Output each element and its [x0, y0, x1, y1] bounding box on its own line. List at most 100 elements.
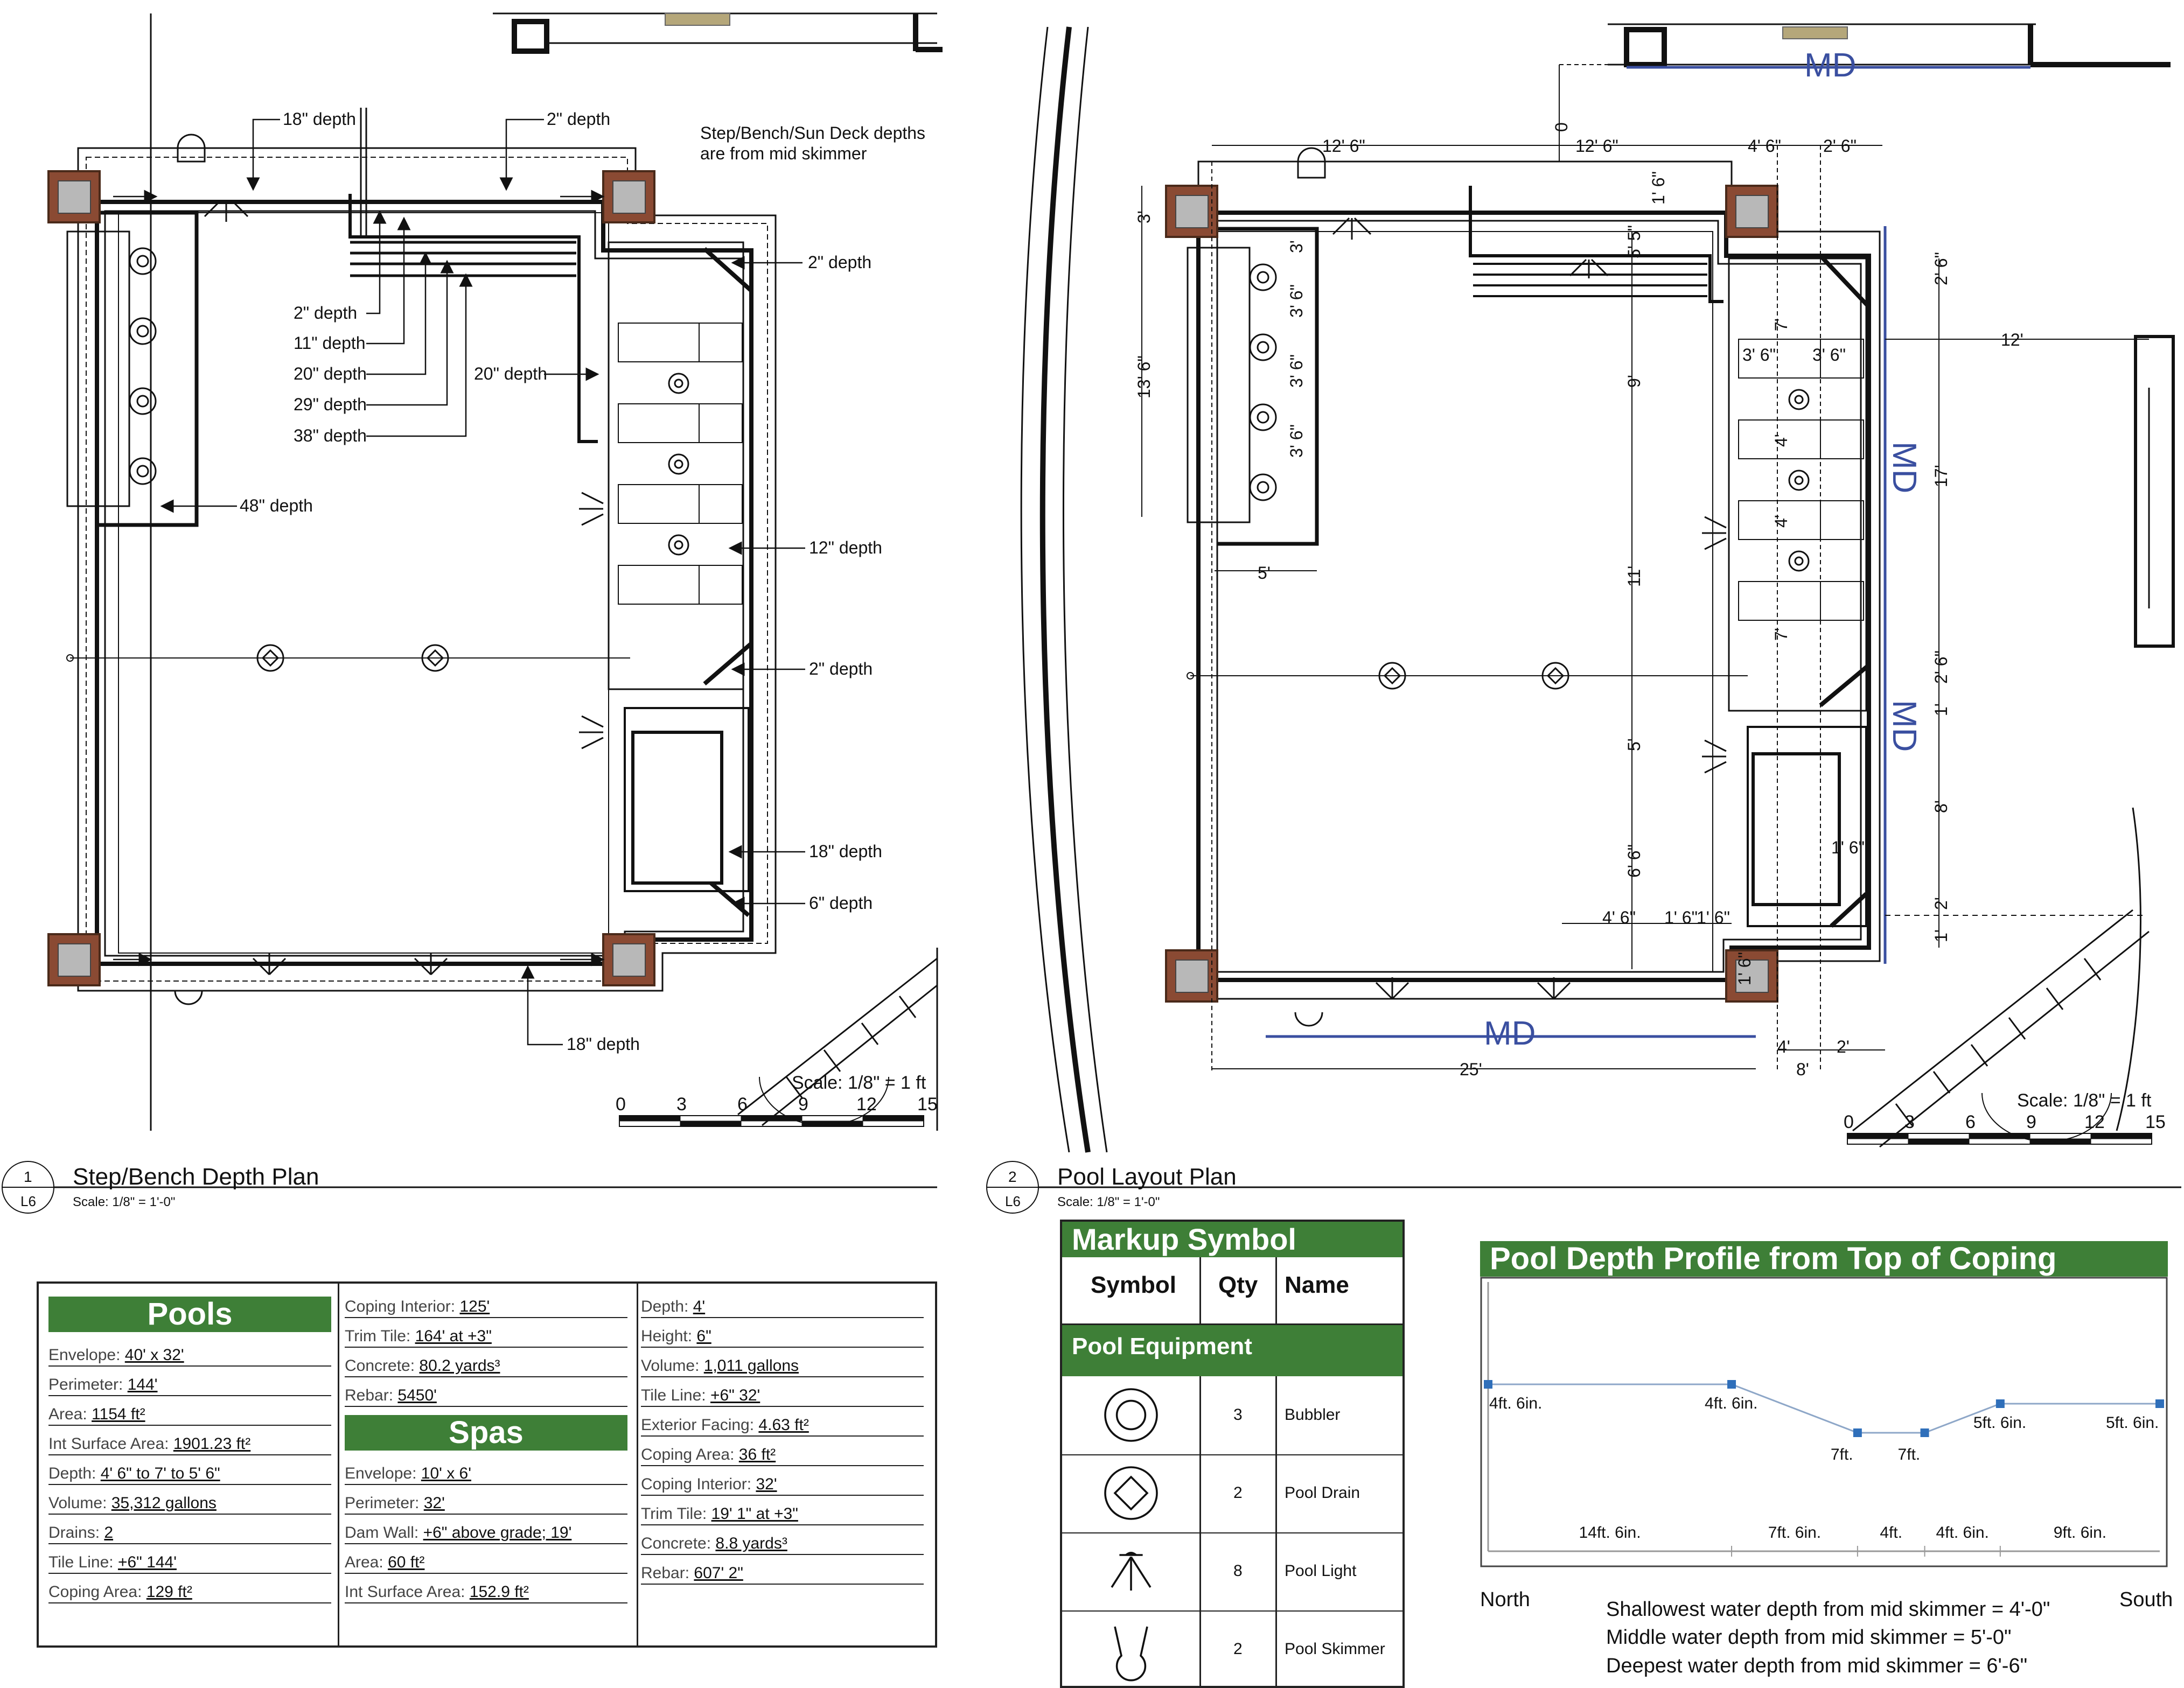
- depth-label: 7ft.: [1831, 1446, 1853, 1463]
- svg-text:48" depth: 48" depth: [240, 496, 313, 515]
- stat-row: Rebar: 607' 2": [641, 1564, 924, 1585]
- svg-text:17': 17': [1931, 465, 1951, 487]
- stat-row: Perimeter: 144': [48, 1376, 331, 1396]
- depth-point: [2155, 1399, 2164, 1408]
- stat-row: Volume: 1,011 gallons: [641, 1357, 924, 1377]
- left-plan: [2, 12, 943, 1214]
- stat-key: Perimeter:: [48, 1376, 123, 1393]
- corner-post: [1165, 185, 1218, 238]
- profile-line: [1488, 1383, 2160, 1434]
- svg-text:2" depth: 2" depth: [809, 659, 873, 678]
- svg-text:3': 3': [1134, 211, 1154, 223]
- depth-point: [1995, 1399, 2005, 1408]
- stat-row: Height: 6": [641, 1327, 924, 1348]
- svg-text:2' 6": 2' 6": [1931, 252, 1951, 285]
- stat-key: Coping Area:: [48, 1583, 142, 1601]
- stat-row: Dam Wall: +6" above grade; 19': [345, 1524, 627, 1544]
- corner-post: [1725, 185, 1778, 238]
- svg-text:7': 7': [1771, 318, 1791, 331]
- stat-key: Trim Tile:: [345, 1327, 411, 1345]
- svg-text:1: 1: [24, 1168, 32, 1185]
- markup-col-divider: [1275, 1257, 1277, 1325]
- corner-post: [1165, 949, 1218, 1003]
- span-label: 4ft. 6in.: [1936, 1524, 1988, 1542]
- svg-text:1' 6": 1' 6": [1649, 171, 1668, 205]
- stat-key: Height:: [641, 1327, 693, 1345]
- svg-text:18" depth: 18" depth: [567, 1034, 640, 1054]
- right-plan: [986, 23, 2181, 1214]
- stat-row: Drains: 2: [48, 1524, 331, 1544]
- svg-text:8': 8': [1796, 1060, 1809, 1079]
- markup-header-symbol: Symbol: [1091, 1272, 1176, 1298]
- stat-value: 32': [756, 1475, 777, 1493]
- svg-text:12: 12: [856, 1094, 877, 1115]
- depth-label: 5ft. 6in.: [1973, 1414, 2026, 1432]
- svg-text:2" depth: 2" depth: [294, 303, 357, 323]
- stat-row: Exterior Facing: 4.63 ft²: [641, 1416, 924, 1437]
- stat-value: 36 ft²: [738, 1446, 776, 1463]
- svg-text:2" depth: 2" depth: [547, 109, 610, 129]
- svg-text:5' 5": 5' 5": [1624, 225, 1644, 258]
- stat-key: Coping Interior:: [641, 1475, 752, 1493]
- pools-header: Pools: [48, 1297, 331, 1332]
- stat-key: Concrete:: [641, 1535, 711, 1552]
- markup-qty: 2: [1233, 1640, 1243, 1658]
- stat-value: 152.9 ft²: [469, 1583, 529, 1601]
- svg-text:3' 6": 3' 6": [1812, 345, 1846, 365]
- stat-value: 607' 2": [694, 1564, 743, 1582]
- svg-text:4': 4': [1771, 434, 1791, 447]
- stat-value: 4': [693, 1298, 706, 1315]
- markup-symbol-table: [1060, 1220, 1405, 1688]
- svg-text:2' 6": 2' 6": [1823, 136, 1857, 156]
- markup-col-divider: [1199, 1257, 1201, 1688]
- svg-text:MD: MD: [1804, 47, 1856, 84]
- markup-col-divider: [1275, 1376, 1277, 1688]
- stat-value: +6" above grade; 19': [423, 1524, 572, 1542]
- stat-key: Coping Area:: [641, 1446, 735, 1463]
- svg-text:Scale: 1/8" = 1'-0": Scale: 1/8" = 1'-0": [73, 1195, 175, 1209]
- depth-point: [1920, 1428, 1929, 1437]
- stat-key: Rebar:: [345, 1386, 394, 1404]
- stat-key: Int Surface Area:: [345, 1583, 465, 1601]
- stat-row: Int Surface Area: 152.9 ft²: [345, 1583, 627, 1603]
- profile-right-end: South: [2119, 1588, 2173, 1611]
- stat-value: 6": [696, 1327, 711, 1345]
- stat-row: Trim Tile: 164' at +3": [345, 1327, 627, 1348]
- markup-section-pool-equipment: Pool Equipment: [1062, 1325, 1402, 1376]
- span-label: 4ft.: [1880, 1524, 1902, 1542]
- markup-header-qty: Qty: [1218, 1272, 1258, 1298]
- svg-text:18" depth: 18" depth: [809, 842, 882, 861]
- depth-point: [1727, 1380, 1736, 1389]
- svg-text:5': 5': [1258, 563, 1271, 583]
- svg-text:0: 0: [616, 1094, 626, 1115]
- markup-name: Pool Light: [1285, 1562, 1357, 1580]
- markup-name: Pool Drain: [1285, 1484, 1360, 1502]
- bubbler-icon: [1104, 1388, 1158, 1442]
- stat-key: Rebar:: [641, 1564, 690, 1582]
- svg-text:2: 2: [1008, 1168, 1017, 1185]
- svg-text:12': 12': [2001, 330, 2023, 349]
- markup-symbol-title: Markup Symbol: [1062, 1222, 1402, 1257]
- profile-frame: [1480, 1277, 2168, 1567]
- svg-text:Scale: 1/8" = 1 ft: Scale: 1/8" = 1 ft: [2017, 1090, 2152, 1111]
- stat-key: Tile Line:: [641, 1386, 706, 1404]
- stat-row: Rebar: 5450': [345, 1386, 627, 1407]
- svg-text:MD: MD: [1886, 700, 1923, 752]
- corner-post: [47, 933, 101, 986]
- svg-text:11" depth: 11" depth: [294, 333, 366, 353]
- stat-row: Depth: 4': [641, 1298, 924, 1318]
- stat-value: 129 ft²: [146, 1583, 192, 1601]
- stat-key: Int Surface Area:: [48, 1435, 169, 1453]
- stat-key: Exterior Facing:: [641, 1416, 755, 1434]
- stat-row: Area: 60 ft²: [345, 1553, 627, 1574]
- svg-text:9: 9: [2026, 1112, 2036, 1132]
- svg-text:3' 6": 3' 6": [1287, 284, 1306, 318]
- stat-key: Area:: [345, 1553, 383, 1571]
- markup-qty: 8: [1233, 1562, 1243, 1580]
- svg-text:Step/Bench Depth Plan: Step/Bench Depth Plan: [73, 1164, 319, 1190]
- stat-key: Depth:: [48, 1465, 96, 1482]
- corner-post: [602, 933, 655, 986]
- stat-row: Envelope: 40' x 32': [48, 1346, 331, 1367]
